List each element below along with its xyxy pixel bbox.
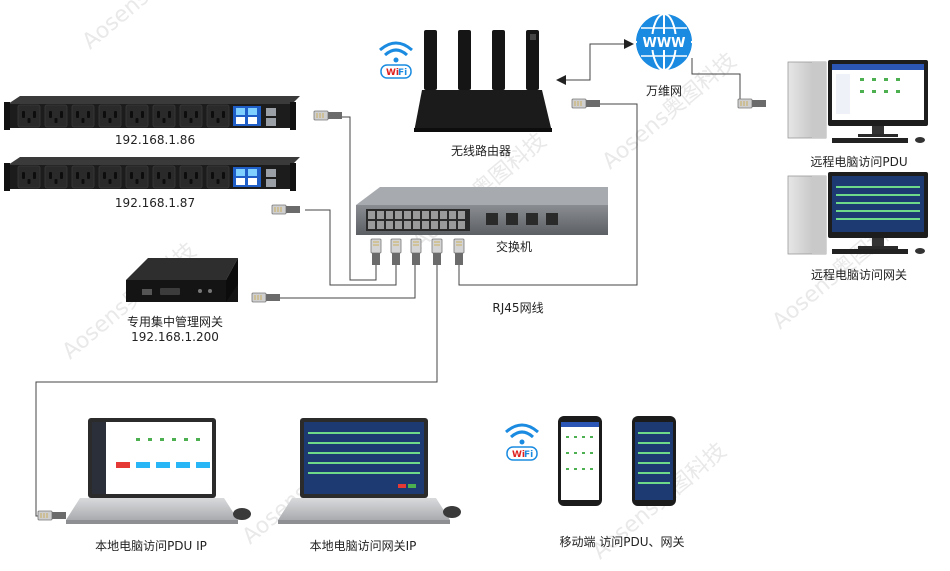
globe-icon: WWW [636, 13, 692, 71]
local-pdu-label: 本地电脑访问PDU IP [95, 539, 207, 553]
svg-text:Fi: Fi [524, 450, 533, 460]
rj45-plug-icon [410, 238, 422, 266]
gateway-ip-label: 192.168.1.200 [131, 330, 219, 344]
switch-label: 交换机 [495, 240, 533, 254]
mobile-phone-1 [558, 416, 602, 506]
rj45-plug-icon [271, 204, 301, 215]
cable-gateway-switch [280, 262, 416, 299]
pdu1-ip-label: 192.168.1.86 [114, 133, 196, 147]
remote-pdu-label: 远程电脑访问PDU [810, 155, 908, 169]
wifi-icon: Wi Fi [379, 41, 413, 79]
svg-text:Wi: Wi [386, 68, 399, 78]
mobile-phone-2 [632, 416, 676, 506]
rj45-plug-icon [431, 238, 443, 266]
rj45-plug-icon [370, 238, 382, 266]
internet-label: 万维网 [645, 84, 683, 98]
cable-router-internet [562, 43, 628, 81]
rj45-plug-icon [453, 238, 465, 266]
rj45-plug-icon [37, 510, 67, 521]
gateway-name-label: 专用集中管理网关 [126, 315, 224, 329]
arrow-icon [556, 75, 566, 85]
router-device [414, 30, 552, 132]
rj45-plug-icon [251, 292, 281, 303]
mobile-access-label: 移动端 访问PDU、网关 [559, 535, 685, 549]
local-gateway-label: 本地电脑访问网关IP [309, 539, 417, 553]
cable-pdu2-switch [305, 209, 397, 286]
rj45-plug-icon [390, 238, 402, 266]
switch-device [356, 187, 608, 235]
wifi-icon: Wi Fi [505, 423, 539, 461]
svg-text:WWW: WWW [642, 36, 685, 51]
pdu-2 [4, 157, 300, 191]
cable-router-switch [458, 103, 638, 286]
remote-pc-2 [787, 172, 928, 255]
remote-gateway-label: 远程电脑访问网关 [810, 268, 908, 282]
remote-pc-1 [787, 60, 928, 143]
svg-text:Fi: Fi [398, 68, 407, 78]
rj45-plug-icon [571, 98, 601, 109]
cable-pdu1-switch [340, 116, 377, 281]
watermark-text: Aosens奥图科技 [78, 0, 222, 55]
local-laptop-1 [66, 418, 251, 524]
pdu-1 [4, 96, 300, 130]
rj45-plug-icon [737, 98, 767, 109]
rj45-plug-icon [313, 110, 343, 121]
local-laptop-2 [278, 418, 461, 524]
svg-text:Wi: Wi [512, 450, 525, 460]
rj45-cable-label: RJ45网线 [492, 301, 544, 315]
gateway-device [126, 258, 238, 302]
pdu2-ip-label: 192.168.1.87 [114, 196, 196, 210]
router-label: 无线路由器 [450, 144, 512, 158]
arrow-icon [624, 39, 634, 49]
